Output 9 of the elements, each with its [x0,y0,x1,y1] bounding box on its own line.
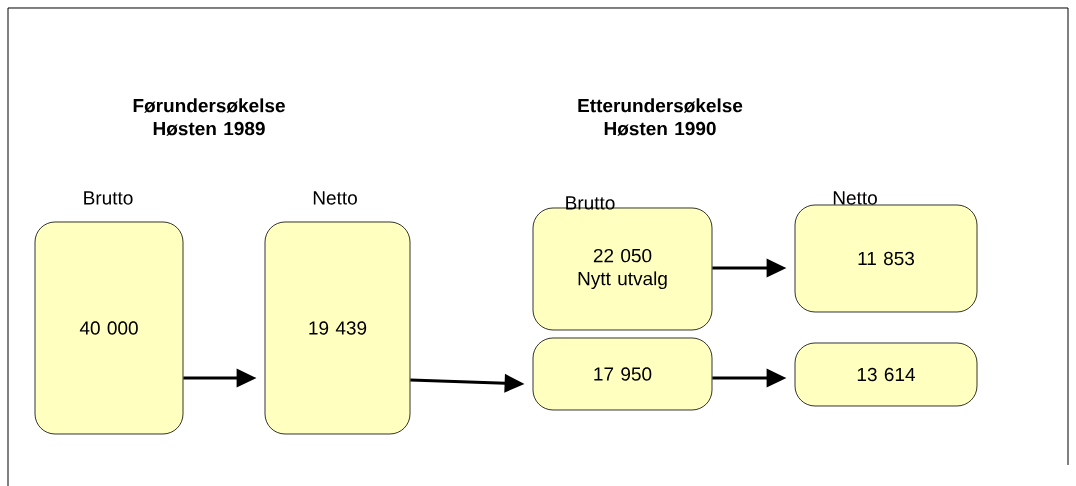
rounded-box: 13 614 [794,342,978,407]
column-label: Netto [833,191,877,205]
rounded-box: 17 950 [532,337,713,411]
rounded-box: 19 439 [264,221,411,435]
heading: Etterundersøkelse Høsten 1990 [578,98,743,136]
heading: Førundersøkelse Høsten 1989 [133,98,285,136]
rounded-box: 40 000 [34,221,184,435]
column-label: Brutto [566,196,615,210]
rounded-box: 11 853 [794,204,978,313]
